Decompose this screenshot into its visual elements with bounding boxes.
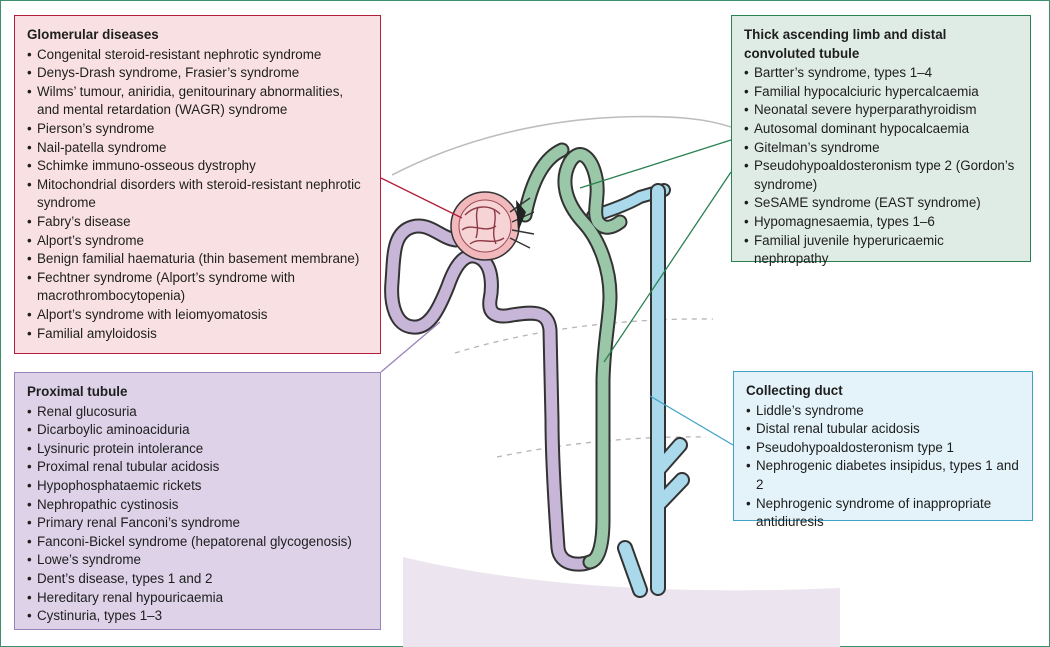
- list-item: Bartter’s syndrome, types 1–4: [744, 64, 1018, 83]
- list-item: Renal glucosuria: [27, 403, 368, 422]
- medulla-region: [403, 557, 840, 647]
- list-item: Pseudohypoaldosteronism type 1: [746, 439, 1020, 458]
- list-item: Pierson’s syndrome: [27, 120, 368, 139]
- list-item: Congenital steroid-resistant nephrotic s…: [27, 46, 368, 65]
- cortex-boundary-arc: [391, 115, 732, 176]
- list-item: Nail-patella syndrome: [27, 139, 368, 158]
- list-item: Lowe’s syndrome: [27, 551, 368, 570]
- proximal-tubule-title: Proximal tubule: [27, 384, 128, 399]
- list-item: Gitelman’s syndrome: [744, 139, 1018, 158]
- proximal-connector: [380, 321, 441, 373]
- thick-limb-connector-upper: [579, 139, 732, 189]
- collecting-duct-title: Collecting duct: [746, 383, 843, 398]
- list-item: Hypomagnesaemia, types 1–6: [744, 213, 1018, 232]
- list-item: Proximal renal tubular acidosis: [27, 458, 368, 477]
- list-item: Hypophosphataemic rickets: [27, 477, 368, 496]
- list-item: Liddle’s syndrome: [746, 402, 1020, 421]
- list-item: Denys-Drash syndrome, Frasier’s syndrome: [27, 64, 368, 83]
- list-item: Alport’s syndrome: [27, 232, 368, 251]
- list-item: Neonatal severe hyperparathyroidism: [744, 101, 1018, 120]
- collecting-duct-box: Collecting duct Liddle’s syndrome Distal…: [733, 371, 1033, 529]
- list-item: Hereditary renal hypouricaemia: [27, 589, 368, 608]
- glomerulus: [450, 191, 535, 261]
- list-item: Cystinuria, types 1–3: [27, 607, 368, 626]
- thick-ascending-limb-title: Thick ascending limb and distal convolut…: [744, 27, 947, 61]
- list-item: Wilms’ tumour, aniridia, genitourinary a…: [27, 83, 368, 120]
- collecting-duct-list: Liddle’s syndrome Distal renal tubular a…: [746, 402, 1020, 532]
- list-item: Nephrogenic syndrome of inappropriate an…: [746, 495, 1020, 532]
- list-item: Dicarboylic aminoaciduria: [27, 421, 368, 440]
- glomerular-diseases-list: Congenital steroid-resistant nephrotic s…: [27, 46, 368, 344]
- thick-ascending-limb-list: Bartter’s syndrome, types 1–4 Familial h…: [744, 64, 1018, 269]
- list-item: Primary renal Fanconi’s syndrome: [27, 514, 368, 533]
- list-item: Schimke immuno-osseous dystrophy: [27, 157, 368, 176]
- list-item: Fechtner syndrome (Alport’s syndrome wit…: [27, 269, 368, 306]
- list-item: Fanconi-Bickel syndrome (hepatorenal gly…: [27, 533, 368, 552]
- list-item: Familial amyloidosis: [27, 325, 368, 344]
- list-item: SeSAME syndrome (EAST syndrome): [744, 194, 1018, 213]
- list-item: Familial juvenile hyperuricaemic nephrop…: [744, 232, 1018, 269]
- thick-ascending-limb: [517, 142, 628, 570]
- list-item: Distal renal tubular acidosis: [746, 420, 1020, 439]
- list-item: Nephrogenic diabetes insipidus, types 1 …: [746, 457, 1020, 494]
- glomerular-diseases-title: Glomerular diseases: [27, 27, 159, 42]
- list-item: Dent’s disease, types 1 and 2: [27, 570, 368, 589]
- glomerular-connector: [380, 177, 463, 219]
- list-item: Fabry’s disease: [27, 213, 368, 232]
- list-item: Lysinuric protein intolerance: [27, 440, 368, 459]
- thick-limb-connector-lower: [603, 171, 732, 363]
- thick-ascending-limb-box: Thick ascending limb and distal convolut…: [731, 15, 1031, 266]
- collecting-connector: [649, 395, 734, 446]
- list-item: Mitochondrial disorders with steroid-res…: [27, 176, 368, 213]
- list-item: Nephropathic cystinosis: [27, 496, 368, 515]
- proximal-tubule: [384, 218, 598, 572]
- proximal-tubule-box: Proximal tubule Renal glucosuria Dicarbo…: [14, 372, 381, 630]
- list-item: Benign familial haematuria (thin basemen…: [27, 250, 368, 269]
- list-item: Autosomal dominant hypocalcaemia: [744, 120, 1018, 139]
- outer-medulla-dashed-line: [454, 318, 714, 354]
- proximal-tubule-list: Renal glucosuria Dicarboylic aminoacidur…: [27, 403, 368, 626]
- list-item: Pseudohypoaldosteronism type 2 (Gordon’s…: [744, 157, 1018, 194]
- list-item: Familial hypocalciuric hypercalcaemia: [744, 83, 1018, 102]
- glomerular-diseases-box: Glomerular diseases Congenital steroid-r…: [14, 15, 381, 354]
- list-item: Alport’s syndrome with leiomyomatosis: [27, 306, 368, 325]
